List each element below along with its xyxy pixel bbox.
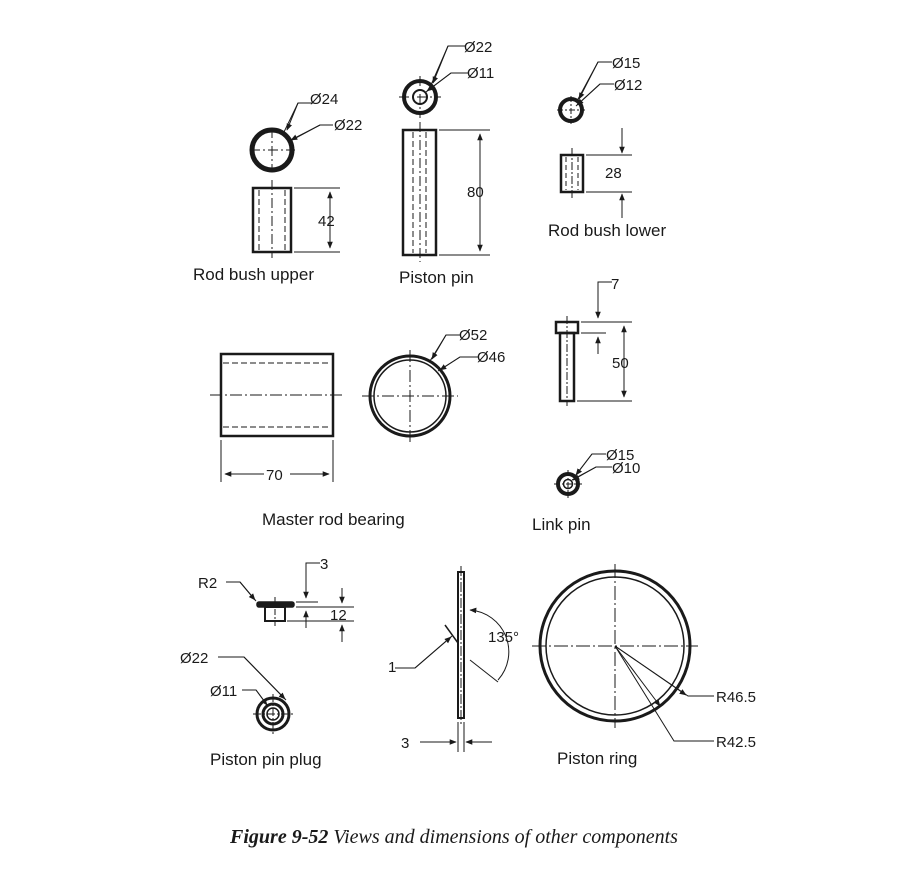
rod-bush-lower-side-view (559, 148, 585, 198)
piston-pin-side-view (401, 122, 438, 262)
piston-ring-thickness: 3 (401, 735, 409, 752)
link-pin-top-view (554, 470, 582, 498)
master-rod-bearing-label: Master rod bearing (262, 510, 405, 529)
figure-caption: Figure 9-52 Views and dimensions of othe… (0, 826, 908, 849)
piston-pin-inner-dia: Ø11 (467, 65, 494, 82)
piston-pin-label: Piston pin (399, 268, 474, 287)
piston-ring-outer-radius: R46.5 (716, 689, 756, 706)
piston-pin-plug-head-dim: 3 (320, 556, 328, 573)
piston-pin-plug-outer-dia: Ø22 (180, 650, 208, 667)
link-pin-side-view (554, 316, 580, 406)
rod-bush-lower-outer-dia: Ø15 (612, 55, 640, 72)
piston-pin-outer-dia: Ø22 (464, 39, 492, 56)
piston-pin-plug-height: 12 (330, 607, 347, 624)
piston-pin-top-view (399, 76, 441, 118)
figure-caption-text: Views and dimensions of other components (333, 826, 678, 848)
piston-pin-plug-top-view (253, 694, 293, 734)
master-rod-bearing-outer-dia: Ø52 (459, 327, 487, 344)
piston-ring-label: Piston ring (557, 749, 637, 768)
rod-bush-lower (557, 61, 632, 218)
rod-bush-lower-label: Rod bush lower (548, 221, 666, 240)
rod-bush-upper-side-view (251, 180, 293, 258)
rod-bush-lower-length: 28 (605, 165, 622, 182)
rod-bush-upper-outer-dia: Ø24 (310, 91, 338, 108)
link-pin-outer-dia: Ø15 (606, 447, 634, 464)
piston-pin-plug-radius: R2 (198, 575, 217, 592)
piston-pin-length: 80 (467, 184, 484, 201)
figure-number: Figure 9-52 (230, 826, 329, 848)
piston-pin-plug-side-view (256, 597, 295, 626)
piston-ring (395, 564, 714, 752)
rod-bush-upper-top-view (249, 127, 295, 173)
piston-pin (399, 45, 490, 262)
figure-drawing: Ø24 Ø22 42 Rod bush upper Ø22 Ø11 80 Pis… (180, 39, 756, 769)
piston-pin-plug-label: Piston pin plug (210, 750, 322, 769)
rod-bush-upper (249, 102, 340, 258)
piston-ring-inner-radius: R42.5 (716, 734, 756, 751)
piston-ring-angle: 135° (488, 629, 519, 646)
link-pin-inner-dia: Ø10 (612, 460, 640, 477)
master-rod-bearing (210, 334, 478, 482)
rod-bush-upper-length: 42 (318, 213, 335, 230)
master-rod-bearing-side-view (210, 352, 344, 438)
rod-bush-lower-inner-dia: Ø12 (614, 77, 642, 94)
link-pin (554, 281, 632, 498)
rod-bush-upper-inner-dia: Ø22 (334, 117, 362, 134)
rod-bush-upper-label: Rod bush upper (193, 265, 314, 284)
piston-ring-chamfer: 1 (388, 659, 396, 676)
master-rod-bearing-length: 70 (266, 467, 283, 484)
piston-pin-plug (218, 562, 354, 734)
piston-pin-plug-inner-dia: Ø11 (210, 683, 237, 700)
piston-ring-front-view (532, 564, 698, 728)
master-rod-bearing-inner-dia: Ø46 (477, 349, 505, 366)
link-pin-head-dim: 7 (611, 276, 619, 293)
piston-ring-section-view (457, 566, 465, 724)
rod-bush-lower-top-view (557, 96, 585, 124)
master-rod-bearing-front-view (362, 350, 458, 442)
link-pin-length: 50 (612, 355, 629, 372)
link-pin-label: Link pin (532, 515, 591, 534)
